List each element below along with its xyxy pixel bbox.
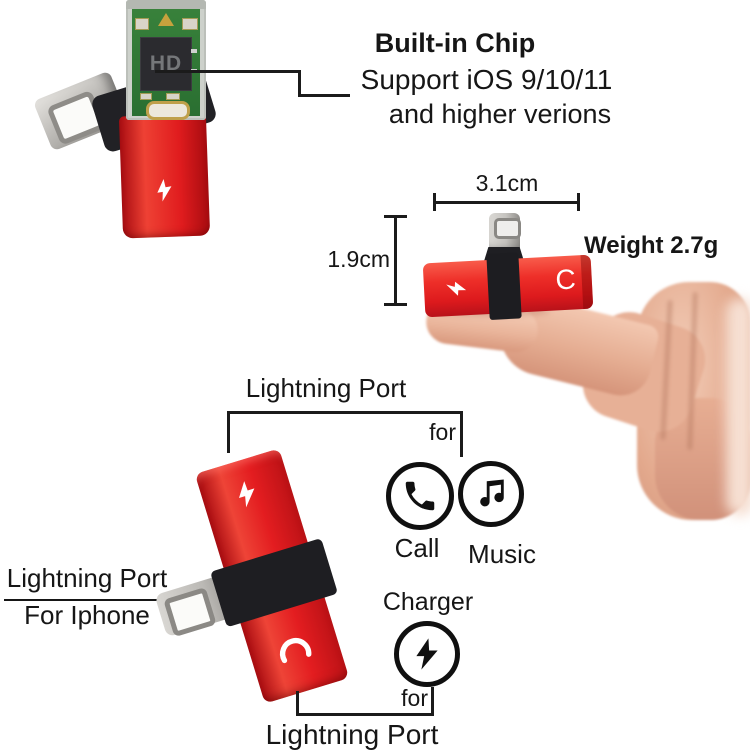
charger-bolt-icon	[394, 621, 460, 687]
bottom-for-label: for	[401, 685, 428, 711]
top-bracket-line	[227, 411, 463, 414]
top-bracket-line	[227, 411, 230, 453]
pcb-component	[182, 18, 198, 30]
width-dimension-line	[433, 201, 580, 204]
height-dimension-line	[394, 215, 397, 306]
weight-label: Weight 2.7g	[584, 232, 719, 259]
bottom-bracket-line	[431, 687, 434, 716]
circuit-board: HD	[132, 9, 200, 120]
phone-glyph	[405, 481, 435, 511]
black-center-band	[486, 252, 522, 321]
pcb-component	[140, 93, 152, 100]
plug-hole	[494, 218, 521, 239]
music-label: Music	[468, 539, 536, 569]
chip-pointer-line	[298, 94, 350, 97]
pcb-connector	[146, 101, 190, 120]
top-for-label: for	[429, 419, 456, 445]
left-port-label: Lightning Port	[4, 563, 170, 601]
width-dimension-tick	[577, 193, 580, 211]
adapter-red-body-horizontal: C	[422, 252, 594, 321]
width-dimension-tick	[433, 193, 436, 211]
adapter-red-body	[194, 448, 350, 704]
clear-housing: HD	[126, 0, 206, 120]
adapter-red-body	[118, 113, 211, 239]
pcb-component	[135, 18, 149, 30]
height-dimension-tick	[384, 303, 407, 306]
width-dimension-label: 3.1cm	[475, 170, 539, 196]
lightning-bolt-icon	[239, 481, 255, 508]
headphone-icon	[280, 638, 312, 664]
housing-metal-edge	[126, 0, 206, 9]
chip-callout-line1: Support iOS 9/10/11	[360, 64, 613, 95]
charger-label: Charger	[382, 588, 474, 616]
music-icon	[458, 461, 524, 527]
chip-callout-line2: and higher verions	[388, 99, 612, 129]
headphone-marking: C	[554, 263, 577, 296]
top-port-label: Lightning Port	[245, 373, 407, 403]
pcb-triangle-mark	[158, 13, 174, 26]
adapter-photo-tilted	[154, 448, 350, 704]
chip-pointer-line	[155, 70, 301, 73]
chip-pointer-line	[298, 70, 301, 97]
lightning-bolt-icon	[446, 281, 467, 296]
top-bracket-line	[460, 411, 463, 457]
bolt-glyph	[416, 638, 438, 670]
bottom-port-label: Lightning Port	[265, 719, 439, 750]
pcb-component	[191, 49, 197, 53]
bottom-bracket-line	[296, 691, 299, 716]
call-label: Call	[394, 533, 440, 563]
bottom-bracket-line	[296, 713, 434, 716]
lightning-bolt-icon	[157, 179, 172, 202]
chip-callout-title: Built-in Chip	[374, 28, 536, 58]
height-dimension-label: 1.9cm	[327, 246, 390, 272]
height-dimension-tick	[384, 215, 407, 218]
pcb-component	[166, 93, 180, 100]
call-icon	[386, 462, 454, 530]
hd-chip: HD	[140, 37, 192, 91]
music-note-glyph	[480, 479, 504, 507]
blurred-hand-edge	[726, 298, 750, 516]
left-port-sub-label: For Iphone	[24, 600, 150, 630]
